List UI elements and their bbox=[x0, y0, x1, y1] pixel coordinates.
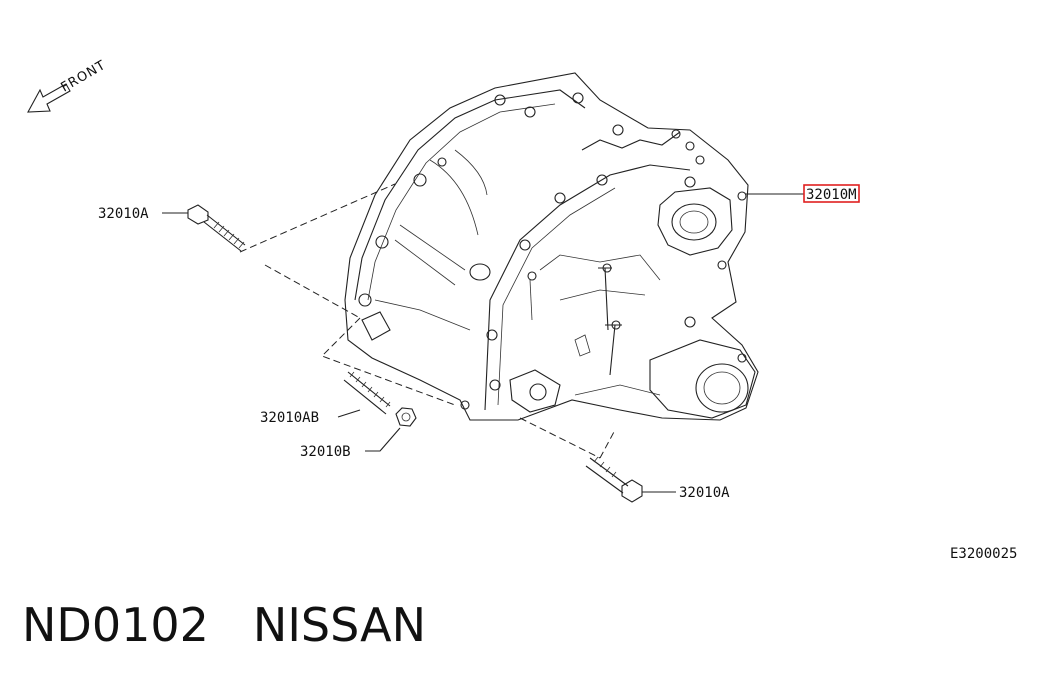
figure-code: E3200025 bbox=[950, 546, 1017, 562]
bolt-lower-right bbox=[585, 456, 643, 503]
stud bbox=[343, 371, 391, 415]
front-arrow-icon bbox=[27, 83, 71, 113]
part-code: ND0102 bbox=[22, 598, 209, 652]
bolt-upper-left bbox=[187, 204, 246, 252]
leader-stud bbox=[337, 409, 361, 418]
callout-highlight-box bbox=[803, 184, 860, 203]
footer-caption: ND0102 NISSAN bbox=[22, 598, 426, 652]
callout-32010AB: 32010AB bbox=[260, 410, 319, 426]
brand-name: NISSAN bbox=[252, 598, 427, 652]
front-label: FRONT bbox=[59, 58, 109, 96]
callout-32010A-upper: 32010A bbox=[98, 206, 149, 222]
leader-nut bbox=[365, 427, 401, 452]
transmission-housing bbox=[344, 72, 759, 421]
callout-32010A-lower: 32010A bbox=[679, 485, 730, 501]
nut bbox=[395, 407, 417, 427]
callout-32010M: 32010M bbox=[806, 187, 857, 203]
callout-32010B: 32010B bbox=[300, 444, 351, 460]
